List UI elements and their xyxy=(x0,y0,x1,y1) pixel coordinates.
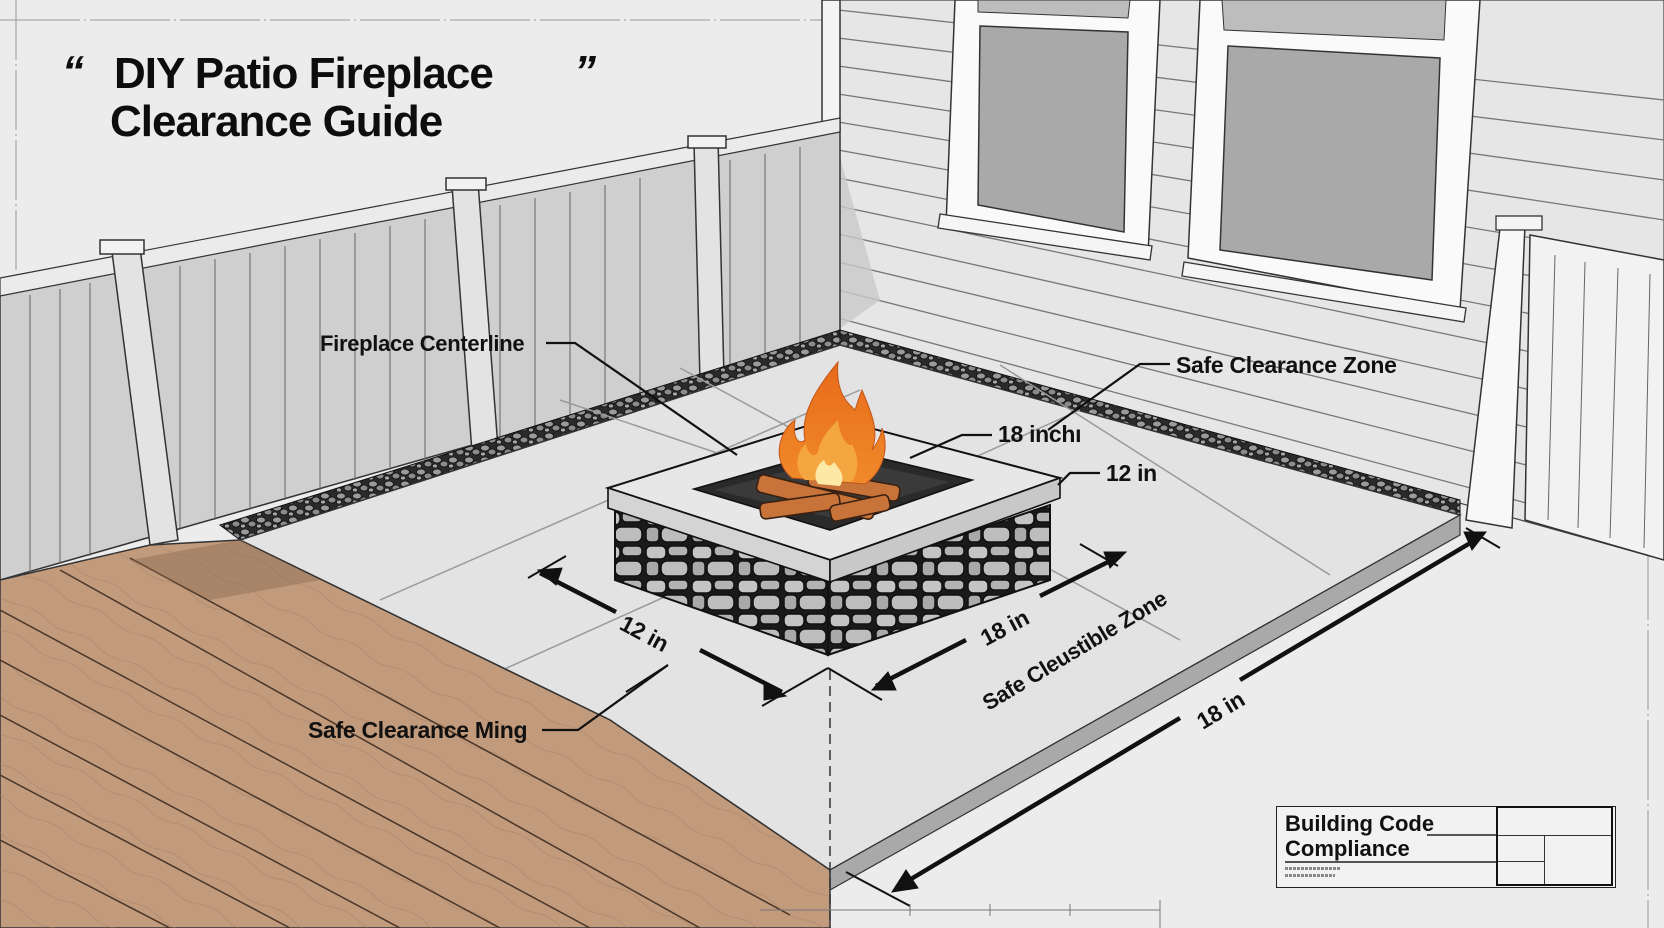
fence-right xyxy=(1465,215,1664,561)
title-line-1: DIY Patio Fireplace xyxy=(114,49,494,98)
building-code-title-block: Building Code Compliance xyxy=(1276,806,1616,888)
extension-lines xyxy=(527,527,1501,907)
fire-pit xyxy=(604,360,1064,657)
open-quote: “ xyxy=(62,47,84,96)
window-left xyxy=(937,0,1161,261)
title-block-fine-print xyxy=(1285,874,1335,877)
title-line-2: Clearance Guide xyxy=(110,97,443,146)
title-block-grid xyxy=(1496,806,1613,886)
callout-safe-clearance-ming: Safe Clearance Ming xyxy=(308,717,528,743)
title-block-rule xyxy=(1285,861,1497,863)
close-quote: ” xyxy=(574,47,596,96)
title-block-rule xyxy=(1427,834,1497,836)
deck-board-lines xyxy=(0,557,791,928)
fence-back-left xyxy=(0,117,841,581)
title-block-text: Building Code Compliance xyxy=(1285,811,1434,861)
scale-bar xyxy=(760,900,1161,928)
window-right xyxy=(1181,0,1481,323)
title-block-fine-print xyxy=(1285,867,1340,870)
callout-fireplace-centerline: Fireplace Centerline xyxy=(320,331,525,356)
callout-12-in: 12 in xyxy=(1106,460,1157,486)
title-block-line-2: Compliance xyxy=(1285,836,1410,861)
title-block-line-1: Building Code xyxy=(1285,811,1435,836)
leader-lines xyxy=(542,341,1170,732)
callout-18-inch: 18 inchı xyxy=(998,421,1082,447)
callout-safe-clearance-zone: Safe Clearance Zone xyxy=(1176,352,1397,378)
